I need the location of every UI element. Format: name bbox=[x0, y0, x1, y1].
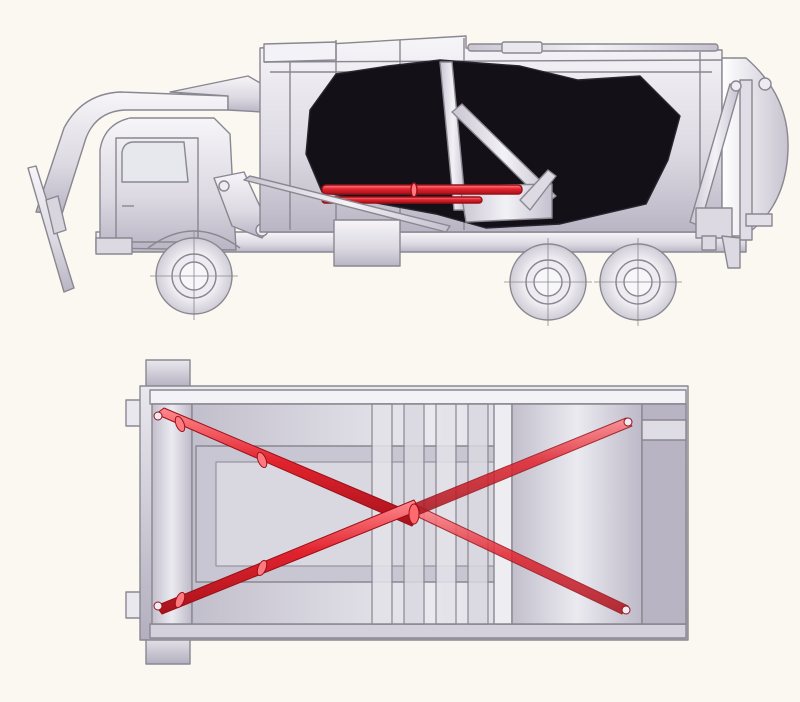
rear-wheel-2 bbox=[594, 238, 682, 326]
packer-blade-brace bbox=[451, 103, 557, 205]
front-wheel bbox=[150, 232, 238, 320]
body-top-view bbox=[125, 359, 689, 665]
front-bulkhead bbox=[151, 403, 193, 625]
lower-hopper-box bbox=[333, 219, 401, 267]
rear-wheel-1 bbox=[504, 238, 592, 326]
lift-arm-cylinder bbox=[243, 175, 451, 233]
cab-window bbox=[121, 141, 189, 183]
crossed-ejector-rams bbox=[153, 407, 633, 615]
ejector-panel-face bbox=[493, 403, 513, 625]
front-fork bbox=[27, 165, 75, 293]
truck-side-view bbox=[27, 35, 789, 326]
mount-lug bbox=[145, 359, 191, 389]
ejector-ram-cylinder bbox=[321, 184, 523, 195]
